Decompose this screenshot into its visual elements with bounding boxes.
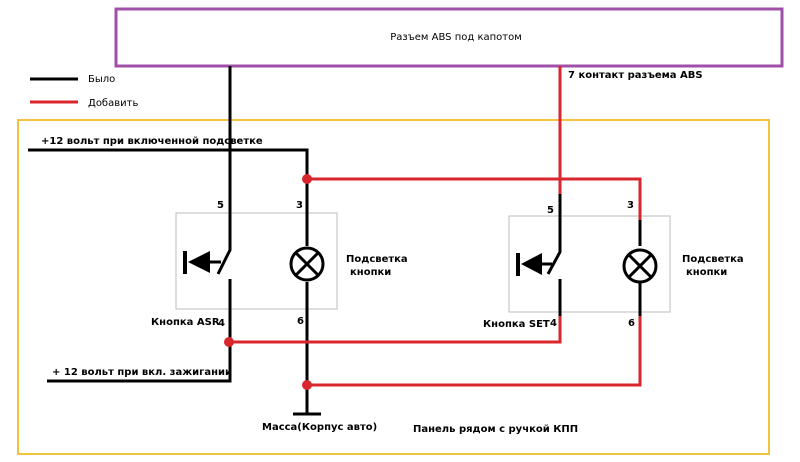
added-wires (229, 66, 642, 387)
switch-asr-name: Кнопка ASR (151, 317, 220, 328)
ground-label: Масса(Корпус авто) (262, 422, 377, 433)
switch-set-pin5: 5 (547, 205, 554, 216)
plus12-backlight-label: +12 вольт при включенной подсветке (41, 136, 263, 147)
plus12-ignition-label: + 12 вольт при вкл. зажигании (52, 367, 232, 378)
junction-asr-pin3 (302, 174, 312, 184)
switch-asr-body (175, 212, 338, 310)
existing-wires (28, 66, 642, 416)
switch-asr-backlight-line2: кнопки (350, 267, 391, 278)
switch-set-backlight-line1: Подсветка (682, 254, 744, 265)
switch-asr-actuator-icon (183, 251, 221, 274)
panel-outline (17, 119, 770, 455)
switch-set-pin3: 3 (627, 200, 634, 211)
switch-asr-pin5: 5 (217, 200, 224, 211)
switch-set-backlight-line2: кнопки (686, 267, 727, 278)
legend-add-label: Добавить (88, 98, 138, 109)
switch-asr-pin3: 3 (296, 200, 303, 211)
lamp-asr-icon (289, 246, 325, 282)
switch-asr-backlight-line1: Подсветка (346, 254, 408, 265)
junction-ground (302, 380, 312, 390)
switch-asr-pin6: 6 (297, 316, 304, 327)
legend: Было Добавить (30, 74, 138, 109)
switch-set-actuator-icon (516, 253, 552, 276)
lamp-set-icon (622, 248, 658, 284)
panel-label: Панель рядом с ручкой КПП (413, 424, 578, 435)
switch-set-name: Кнопка SET (483, 319, 550, 330)
junction-asr-pin4 (224, 337, 234, 347)
switch-asr-pin4: 4 (218, 318, 225, 329)
pin7-label: 7 контакт разъема ABS (568, 70, 703, 81)
switch-set-pin4: 4 (550, 318, 557, 329)
abs-connector-label: Разъем ABS под капотом (390, 32, 522, 43)
switch-set-body (508, 215, 671, 313)
legend-was-label: Было (88, 74, 115, 85)
switch-set-pin6: 6 (628, 318, 635, 329)
abs-connector-box (114, 7, 784, 68)
